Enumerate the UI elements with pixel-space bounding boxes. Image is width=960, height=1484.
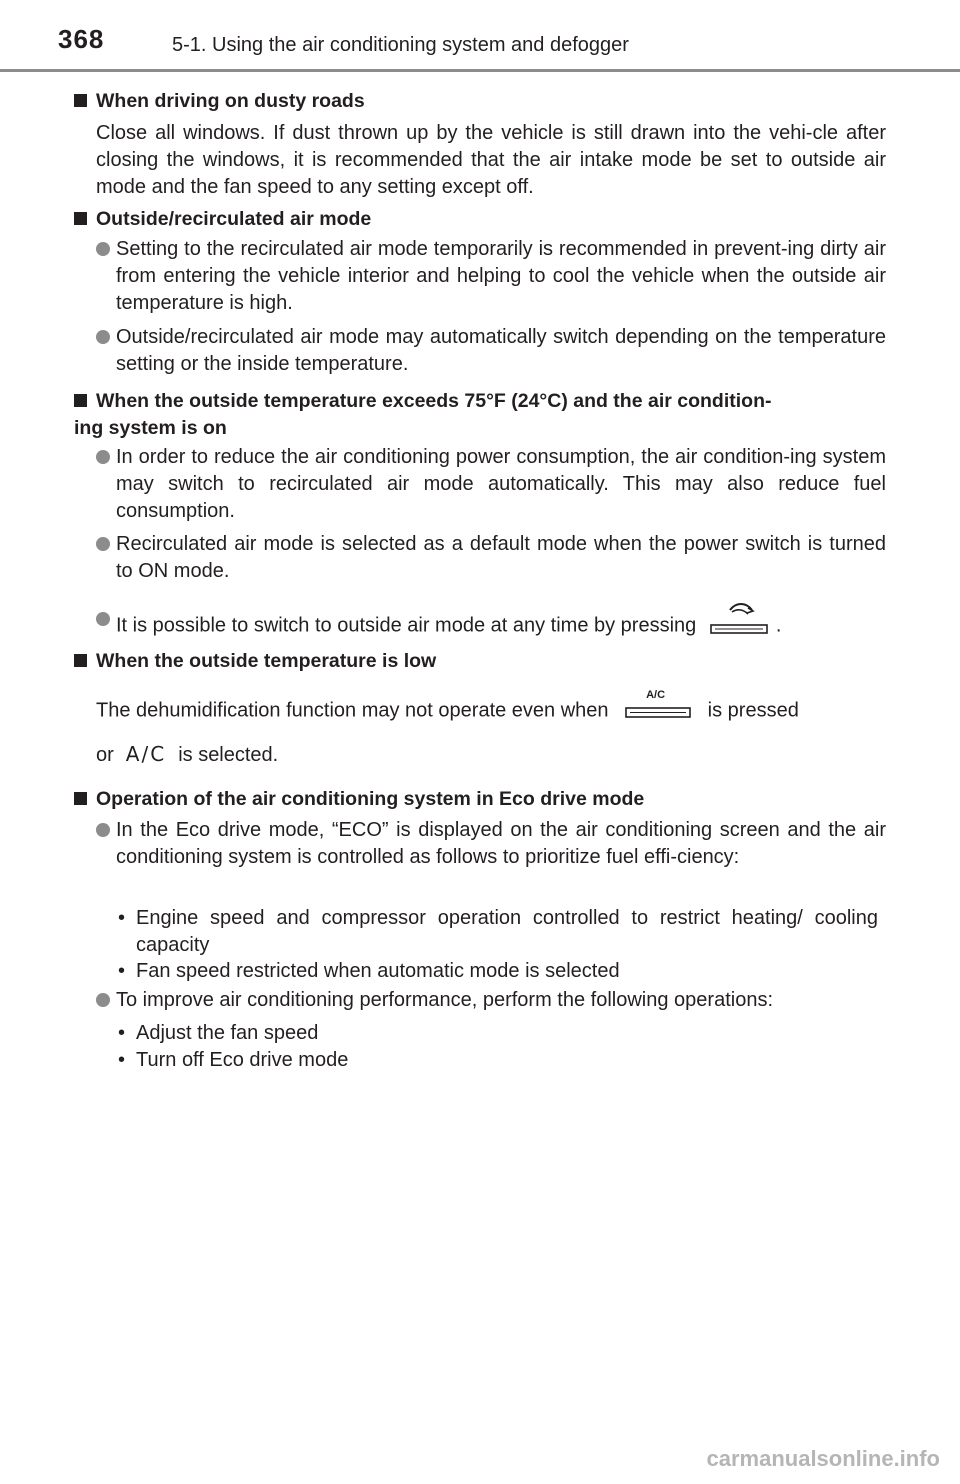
bullet-hot-3: It is possible to switch to outside air … — [96, 603, 886, 646]
paragraph-text: The dehumidification function may not op… — [96, 699, 609, 722]
bullet-eco-1: In the Eco drive mode, “ECO” is displaye… — [96, 817, 886, 871]
bullet-text: To improve air conditioning performance,… — [116, 989, 774, 1011]
header-rule — [0, 69, 960, 72]
heading-recirculated: Outside/recirculated air mode — [74, 206, 894, 233]
sub-item-text: Adjust the fan speed — [136, 1022, 319, 1044]
heading-text: Outside/recirculated air mode — [96, 208, 372, 230]
heading-text-line1: When the outside temperature exceeds 75°… — [96, 390, 772, 412]
circle-bullet-icon — [96, 537, 110, 551]
sub-item-text: Engine speed and compressor operation co… — [136, 907, 878, 956]
circle-bullet-icon — [96, 450, 110, 464]
sub-item-text: Fan speed restricted when automatic mode… — [136, 960, 620, 982]
circle-bullet-icon — [96, 993, 110, 1007]
bullet-text-end: . — [775, 614, 782, 637]
bullet-text: In order to reduce the air conditioning … — [116, 446, 886, 522]
ac-indicator-icon: A/C — [125, 742, 167, 766]
site-watermark: carmanualsonline.info — [706, 1446, 941, 1471]
bullet-hot-2: Recirculated air mode is selected as a d… — [96, 531, 886, 585]
bullet-text: It is possible to switch to outside air … — [116, 614, 697, 637]
circle-bullet-icon — [96, 612, 110, 626]
heading-eco-drive: Operation of the air conditioning system… — [74, 786, 894, 813]
paragraph-low-temp-line2: or A/C is selected. — [96, 741, 886, 769]
paragraph-dusty-roads: Close all windows. If dust thrown up by … — [96, 122, 886, 198]
heading-outside-temp-exceeds: When the outside temperature exceeds 75°… — [74, 388, 894, 442]
heading-text: Operation of the air conditioning system… — [96, 788, 645, 810]
circle-bullet-icon — [96, 823, 110, 837]
square-bullet-icon — [74, 94, 87, 107]
bullet-text: Outside/recirculated air mode may automa… — [116, 326, 886, 375]
heading-text-line2: ing system is on — [74, 417, 227, 439]
square-bullet-icon — [74, 654, 87, 667]
square-bullet-icon — [74, 394, 87, 407]
circle-bullet-icon — [96, 242, 110, 256]
circle-bullet-icon — [96, 330, 110, 344]
page-number: 368 — [58, 24, 105, 54]
square-bullet-icon — [74, 212, 87, 225]
section-title: 5-1. Using the air conditioning system a… — [172, 34, 629, 56]
heading-text: When the outside temperature is low — [96, 650, 437, 672]
paragraph-text: is selected. — [178, 744, 279, 766]
square-bullet-icon — [74, 792, 87, 805]
heading-outside-temp-low: When the outside temperature is low — [74, 648, 894, 675]
ac-button-icon: A/C — [622, 682, 694, 724]
paragraph-low-temp-line1: The dehumidification function may not op… — [96, 689, 896, 732]
paragraph-text: is pressed — [707, 699, 799, 722]
ac-button-label: A/C — [646, 689, 666, 701]
heading-text: When driving on dusty roads — [96, 90, 365, 112]
bullet-hot-1: In order to reduce the air conditioning … — [96, 444, 886, 525]
sub-item-eco-2: • Fan speed restricted when automatic mo… — [118, 960, 620, 982]
sub-item-eco-4: • Turn off Eco drive mode — [118, 1049, 349, 1071]
sub-item-eco-1: • Engine speed and compressor operation … — [118, 907, 878, 956]
bullet-recirculated-2: Outside/recirculated air mode may automa… — [96, 324, 886, 378]
page-header: 368 5-1. Using the air conditioning syst… — [0, 0, 960, 72]
sub-item-text: Turn off Eco drive mode — [136, 1049, 349, 1071]
outside-air-button-icon — [708, 598, 770, 638]
bullet-text: In the Eco drive mode, “ECO” is displaye… — [116, 819, 886, 868]
bullet-recirculated-1: Setting to the recirculated air mode tem… — [96, 236, 886, 317]
sub-item-eco-3: • Adjust the fan speed — [118, 1022, 319, 1044]
bullet-text: Recirculated air mode is selected as a d… — [116, 533, 886, 582]
paragraph-text: or — [96, 744, 114, 766]
bullet-text: Setting to the recirculated air mode tem… — [116, 238, 886, 314]
heading-dusty-roads: When driving on dusty roads — [74, 88, 894, 115]
bullet-eco-2: To improve air conditioning performance,… — [96, 987, 886, 1014]
